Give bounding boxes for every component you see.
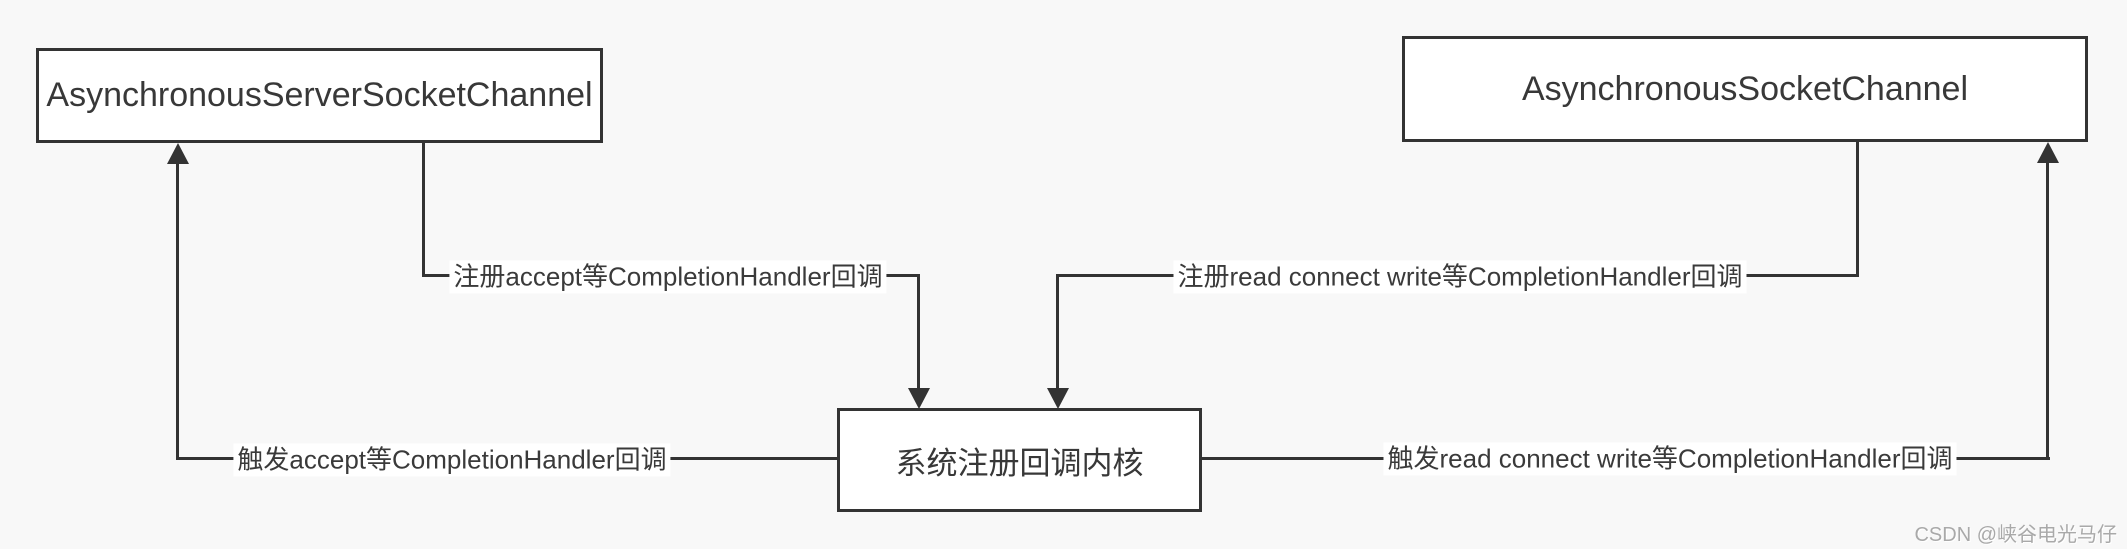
connector-register-read-segment xyxy=(1856,142,1859,277)
connector-register-read-segment xyxy=(1056,274,1059,390)
csdn-watermark: CSDN @峡谷电光马仔 xyxy=(1914,524,2117,546)
connector-trigger-read-segment xyxy=(2046,161,2049,460)
edge-label-trigger-accept: 触发accept等CompletionHandler回调 xyxy=(233,443,671,477)
node-asynchronous-socket-channel: AsynchronousSocketChannel xyxy=(1402,36,2088,142)
arrowhead-down-icon xyxy=(908,388,930,409)
edge-label-trigger-read: 触发read connect write等CompletionHandler回调 xyxy=(1383,442,1957,476)
arrowhead-up-icon xyxy=(167,143,189,164)
connector-register-accept-segment xyxy=(422,143,425,276)
node-system-callback-kernel: 系统注册回调内核 xyxy=(837,408,1202,512)
node-asynchronous-server-socket-channel: AsynchronousServerSocketChannel xyxy=(36,48,603,143)
connector-register-accept-segment xyxy=(917,274,920,390)
connector-trigger-accept-segment xyxy=(176,162,179,460)
edge-label-register-accept: 注册accept等CompletionHandler回调 xyxy=(449,260,887,294)
edge-label-register-read: 注册read connect write等CompletionHandler回调 xyxy=(1173,260,1747,294)
arrowhead-down-icon xyxy=(1047,388,1069,409)
arrowhead-up-icon xyxy=(2037,142,2059,163)
